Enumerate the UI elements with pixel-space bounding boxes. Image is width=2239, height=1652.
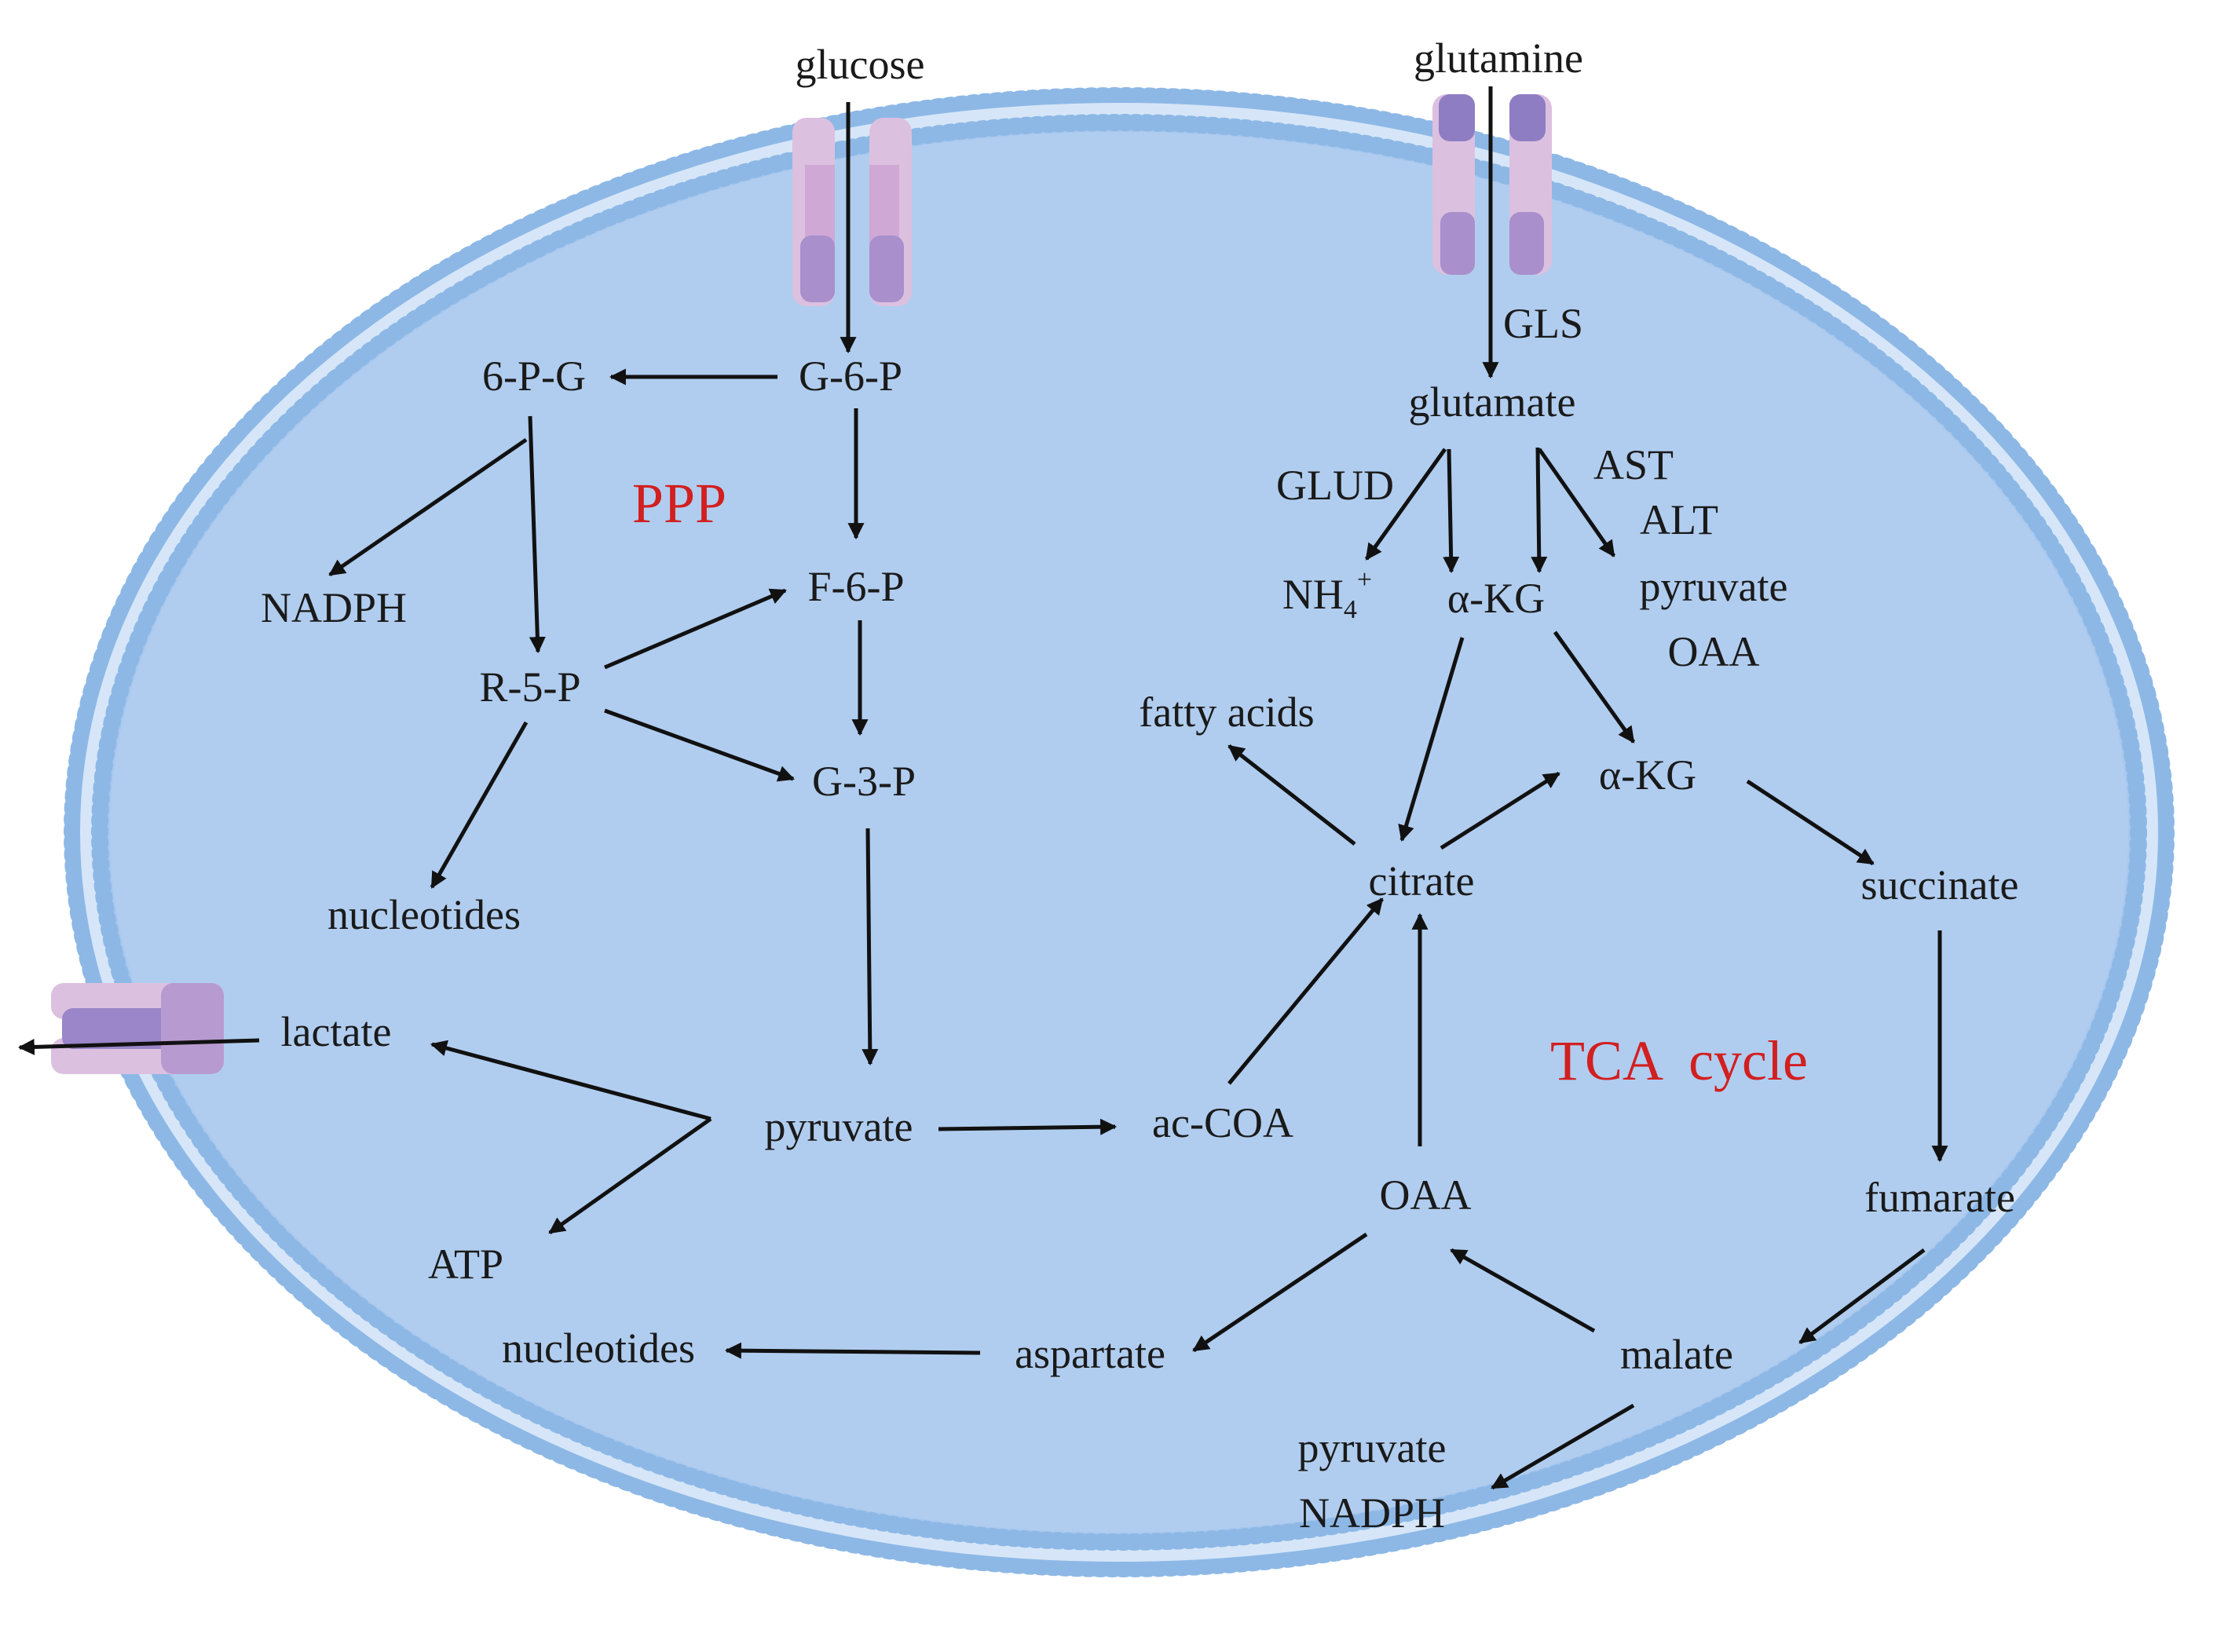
label-6pg: 6-P-G — [482, 353, 586, 400]
arrow-malate-pyruvate — [1491, 1403, 1635, 1490]
label-oaa-cycle: OAA — [1380, 1171, 1472, 1219]
label-gls: GLS — [1503, 300, 1583, 347]
label-nucleotides-asp: nucleotides — [502, 1325, 695, 1372]
glucose-transporter — [792, 118, 912, 306]
label-aspartate: aspartate — [1015, 1330, 1165, 1377]
glutamine-transporter — [1432, 94, 1552, 275]
arrow-fumarate-malate — [1798, 1248, 1926, 1345]
label-tca-cycle: TCA cycle — [1550, 1029, 1808, 1092]
label-oaa-ast: OAA — [1668, 628, 1760, 675]
arrow-akg-citrate — [1398, 637, 1465, 842]
arrow-6pg-nadph — [328, 437, 528, 577]
label-lactate: lactate — [281, 1008, 392, 1055]
label-ast: AST — [1593, 441, 1674, 488]
arrow-glutamate-akg-ast — [1531, 447, 1548, 574]
label-nadph-malate: NADPH — [1299, 1489, 1445, 1537]
label-nh4: NH4+ — [1282, 565, 1372, 624]
arrow-akg-akg — [1553, 630, 1636, 744]
arrow-r5p-nucleotides — [430, 721, 529, 889]
cell-membrane-inner — [91, 114, 2147, 1551]
label-g6p: G-6-P — [799, 353, 902, 400]
arrow-pyruvate-atp — [548, 1117, 712, 1235]
arrow-glutamate-pyruvate — [1537, 448, 1616, 557]
label-glutamate: glutamate — [1409, 378, 1576, 426]
label-citrate: citrate — [1369, 857, 1475, 905]
arrow-g3p-pyruvate — [862, 828, 879, 1066]
label-nadph-ppp: NADPH — [261, 584, 407, 631]
arrow-oaa-aspartate — [1192, 1232, 1368, 1353]
label-alt: ALT — [1640, 496, 1718, 543]
label-r5p: R-5-P — [479, 663, 580, 711]
arrow-r5p-g3p — [604, 708, 795, 782]
arrow-glutamate-nh4 — [1364, 448, 1447, 561]
label-akg-cycle: α-KG — [1599, 751, 1696, 799]
arrow-glutamate-akg — [1443, 448, 1460, 574]
arrow-citrate-fatty-acids — [1227, 744, 1356, 846]
label-f6p: F-6-P — [807, 563, 904, 610]
label-pyruvate-glyco: pyruvate — [765, 1103, 913, 1150]
label-akg-top: α-KG — [1447, 575, 1545, 622]
label-nucleotides-ppp: nucleotides — [327, 891, 521, 938]
label-accoa: ac-COA — [1152, 1099, 1293, 1146]
arrow-citrate-akg — [1440, 771, 1560, 850]
arrow-r5p-f6p — [604, 588, 787, 670]
arrow-pyruvate-lactate — [430, 1040, 712, 1121]
arrow-malate-oaa — [1450, 1248, 1596, 1333]
nh4-superscript: + — [1357, 565, 1372, 594]
label-glud: GLUD — [1276, 462, 1394, 509]
pathway-labels: glucose glutamine G-6-P 6-P-G PPP F-6-P … — [261, 35, 2018, 1537]
cell-membrane-band — [80, 103, 2158, 1562]
arrow-akg-succinate — [1746, 779, 1875, 866]
arrow-aspartate-nucleotides — [724, 1342, 981, 1359]
label-g3p: G-3-P — [812, 758, 916, 805]
label-atp: ATP — [428, 1241, 503, 1288]
arrow-lactate-out — [17, 1038, 260, 1055]
label-fumarate: fumarate — [1864, 1174, 2015, 1221]
nh4-subscript: 4 — [1344, 595, 1357, 624]
cytoplasm — [110, 132, 2128, 1533]
label-glucose: glucose — [796, 41, 925, 88]
lactate-transporter — [51, 983, 224, 1074]
label-glutamine: glutamine — [1414, 35, 1583, 82]
label-ppp: PPP — [632, 472, 726, 535]
pathway-arrows — [17, 86, 1948, 1490]
label-pyruvate-ast: pyruvate — [1640, 563, 1788, 610]
label-pyruvate-malate: pyruvate — [1298, 1424, 1447, 1471]
label-fatty-acids: fatty acids — [1139, 689, 1314, 736]
nh4-base: NH — [1282, 571, 1344, 618]
label-malate: malate — [1620, 1331, 1733, 1378]
arrow-pyruvate-accoa — [938, 1118, 1118, 1135]
arrow-accoa-citrate — [1227, 897, 1384, 1085]
label-succinate: succinate — [1861, 861, 2019, 908]
arrow-6pg-r5p — [528, 415, 546, 654]
